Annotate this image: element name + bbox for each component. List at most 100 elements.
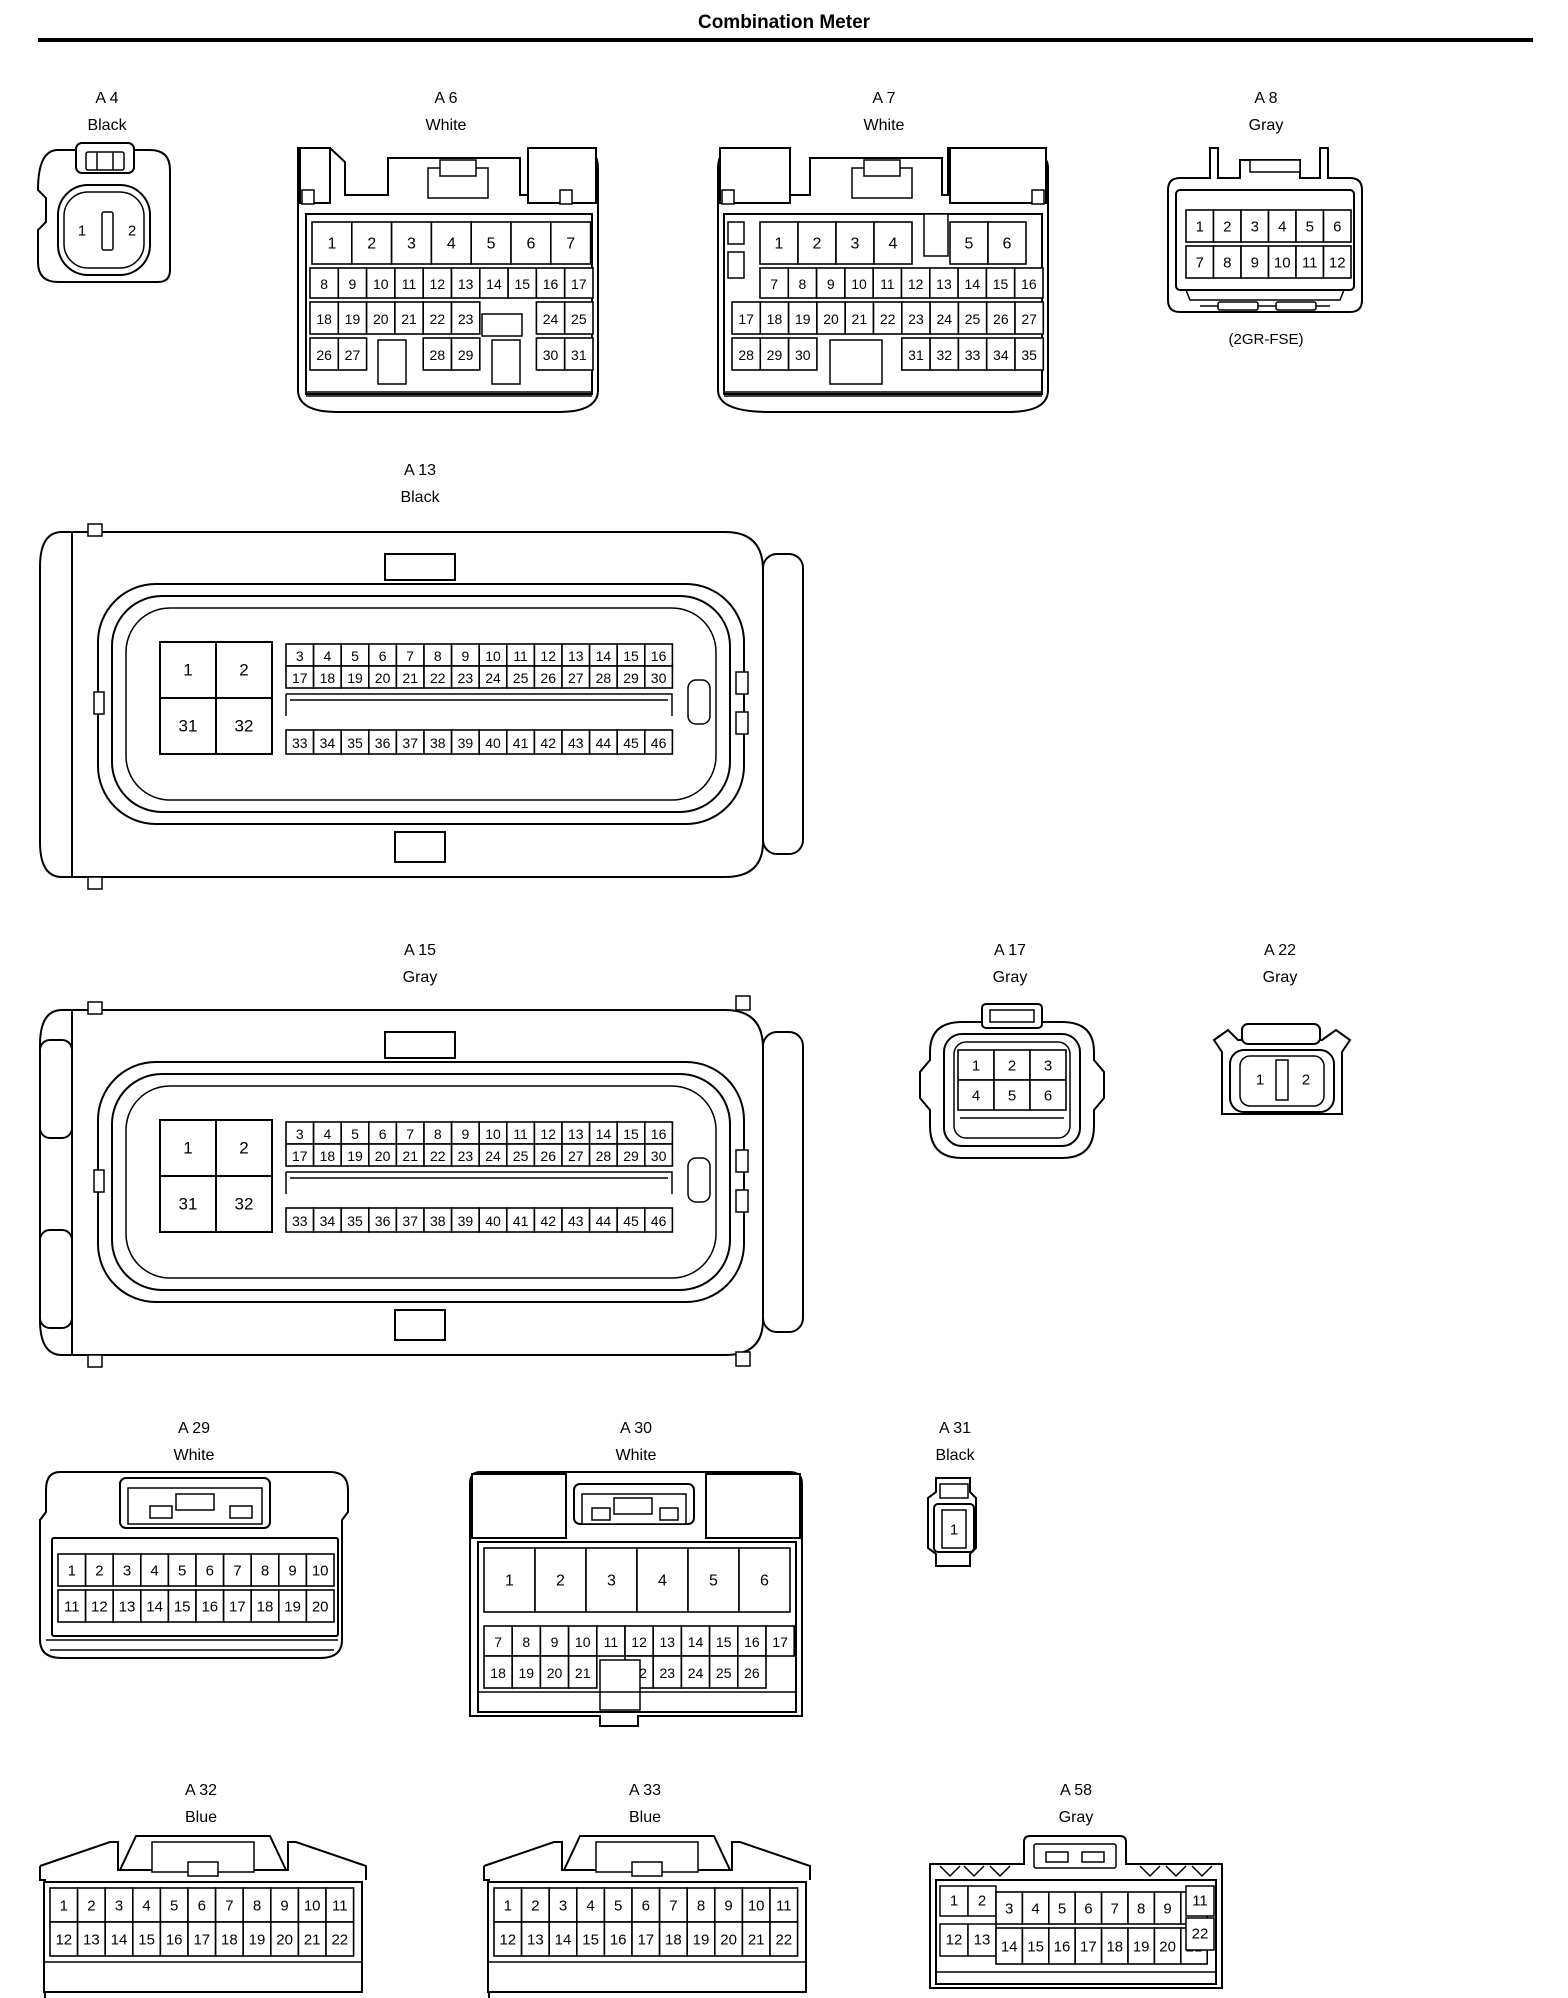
pin-11: 11 [402, 276, 417, 292]
pin-5: 5 [709, 1573, 718, 1590]
pin-12: 12 [631, 1634, 647, 1650]
pin-9: 9 [462, 648, 470, 664]
pin-19: 19 [795, 311, 811, 327]
pin-28: 28 [596, 670, 612, 686]
pin-16: 16 [201, 1599, 218, 1616]
pin-17: 17 [292, 1148, 308, 1164]
connector-id-a17: A 17 [993, 942, 1027, 959]
pin-15: 15 [514, 276, 530, 292]
pin-7: 7 [233, 1563, 241, 1580]
pin-35: 35 [1021, 347, 1037, 363]
pin-1: 1 [950, 1522, 958, 1539]
pin-32: 32 [936, 347, 952, 363]
pin-9: 9 [551, 1634, 559, 1650]
pin-3: 3 [1044, 1058, 1052, 1075]
pin-9: 9 [827, 276, 835, 292]
pin-5: 5 [351, 648, 359, 664]
pin-6: 6 [1044, 1088, 1052, 1105]
pin-10: 10 [748, 1898, 765, 1915]
pin-2: 2 [87, 1898, 95, 1915]
pin-31: 31 [179, 1195, 198, 1214]
pin-15: 15 [993, 276, 1009, 292]
pin-7: 7 [406, 1126, 414, 1142]
pin-19: 19 [1133, 1939, 1150, 1956]
pin-20: 20 [1159, 1939, 1176, 1956]
pin-10: 10 [312, 1563, 329, 1580]
pin-5: 5 [1306, 219, 1314, 236]
pin-16: 16 [1054, 1939, 1071, 1956]
pin-41: 41 [513, 735, 529, 751]
pin-1: 1 [1256, 1072, 1264, 1089]
pin-16: 16 [166, 1932, 183, 1949]
pin-12: 12 [946, 1932, 963, 1949]
pin-3: 3 [607, 1573, 616, 1590]
connector-color-a15: Gray [402, 969, 438, 986]
pin-12: 12 [540, 648, 556, 664]
pin-13: 13 [936, 276, 952, 292]
pin-4: 4 [586, 1898, 594, 1915]
pin-11: 11 [513, 648, 528, 664]
pin-9: 9 [462, 1126, 470, 1142]
pin-2: 2 [1008, 1058, 1016, 1075]
pin-8: 8 [434, 1126, 442, 1142]
pin-32: 32 [235, 1195, 254, 1214]
pin-21: 21 [402, 670, 418, 686]
pin-2: 2 [1223, 219, 1231, 236]
pin-21: 21 [575, 1665, 591, 1681]
pin-6: 6 [526, 236, 535, 253]
pin-7: 7 [225, 1898, 233, 1915]
pin-18: 18 [316, 311, 332, 327]
pin-3: 3 [296, 648, 304, 664]
pin-19: 19 [284, 1599, 301, 1616]
pin-15: 15 [623, 648, 639, 664]
pin-20: 20 [276, 1932, 293, 1949]
pin-8: 8 [1223, 255, 1231, 272]
pin-36: 36 [375, 735, 391, 751]
pin-36: 36 [375, 1213, 391, 1229]
pin-28: 28 [596, 1148, 612, 1164]
pin-2: 2 [367, 236, 376, 253]
connector-color-a30: White [615, 1447, 657, 1464]
pin-37: 37 [402, 1213, 418, 1229]
pin-37: 37 [402, 735, 418, 751]
pin-5: 5 [170, 1898, 178, 1915]
connector-color-a17: Gray [992, 969, 1028, 986]
pin-11: 11 [1302, 255, 1318, 272]
pin-21: 21 [401, 311, 417, 327]
pin-7: 7 [566, 236, 575, 253]
connector-color-a29: White [173, 1447, 215, 1464]
pin-45: 45 [623, 735, 639, 751]
pin-20: 20 [373, 311, 389, 327]
pin-8: 8 [320, 276, 328, 292]
pin-18: 18 [221, 1932, 238, 1949]
pin-29: 29 [458, 347, 474, 363]
pin-13: 13 [119, 1599, 136, 1616]
connector-id-a7: A 7 [872, 90, 896, 107]
pin-22: 22 [331, 1932, 348, 1949]
pin-15: 15 [1027, 1939, 1044, 1956]
pin-2: 2 [556, 1573, 565, 1590]
pin-27: 27 [568, 670, 584, 686]
pin-18: 18 [320, 670, 336, 686]
pin-13: 13 [974, 1932, 991, 1949]
pin-5: 5 [1058, 1901, 1066, 1918]
pin-1: 1 [78, 223, 86, 240]
pin-27: 27 [345, 347, 361, 363]
pin-5: 5 [351, 1126, 359, 1142]
pin-4: 4 [658, 1573, 667, 1590]
pin-26: 26 [993, 311, 1009, 327]
pin-3: 3 [851, 236, 860, 253]
pin-9: 9 [288, 1563, 296, 1580]
pin-24: 24 [543, 311, 559, 327]
pin-7: 7 [770, 276, 778, 292]
pin-11: 11 [64, 1599, 80, 1616]
pin-2: 2 [813, 236, 822, 253]
pin-1: 1 [60, 1898, 68, 1915]
pin-19: 19 [249, 1932, 266, 1949]
pin-17: 17 [229, 1599, 246, 1616]
pin-20: 20 [547, 1665, 563, 1681]
pin-19: 19 [347, 670, 363, 686]
